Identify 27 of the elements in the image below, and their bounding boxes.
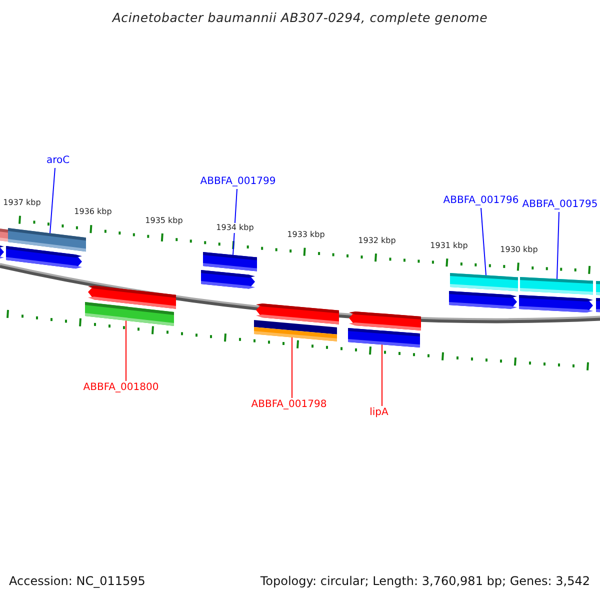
- gene-feature: [450, 273, 518, 292]
- scale-label: 1936 kbp: [74, 207, 112, 218]
- gene-feature: [203, 252, 257, 272]
- gene-feature: [85, 302, 174, 326]
- gene-label: lipA: [370, 407, 388, 419]
- footer-note: Topology: circular; Length: 3,760,981 bp; Genes: 3,542: [260, 574, 590, 588]
- gene-label: aroC: [46, 155, 70, 167]
- gene-label: ABBFA_001799: [200, 176, 276, 188]
- gene-feature: [520, 277, 593, 295]
- gene-label: ABBFA_001798: [251, 399, 327, 411]
- diagram-title: Acinetobacter baumannii AB307-0294, complete genome: [110, 9, 489, 27]
- scale-label: 1937 kbp: [3, 198, 41, 208]
- leader-line: [50, 168, 56, 234]
- scale-label: 1935 kbp: [145, 216, 183, 226]
- gene-feature: [8, 228, 86, 252]
- scale-label: 1933 kbp: [287, 230, 325, 240]
- gene-label: ABBFA_001800: [83, 382, 159, 394]
- gene-label: ABBFA_001796: [443, 195, 519, 207]
- footer-note: Accession: NC_011595: [9, 574, 146, 588]
- leader-line: [480, 208, 486, 276]
- scale-label: 1930 kbp: [500, 244, 538, 255]
- gene-feature: [254, 320, 337, 342]
- scale-label: 1932 kbp: [358, 236, 396, 246]
- leader-line: [556, 212, 560, 280]
- gene-label: ABBFA_001795: [522, 199, 598, 211]
- scale-label: 1934 kbp: [216, 223, 254, 234]
- gene-feature: [348, 328, 420, 348]
